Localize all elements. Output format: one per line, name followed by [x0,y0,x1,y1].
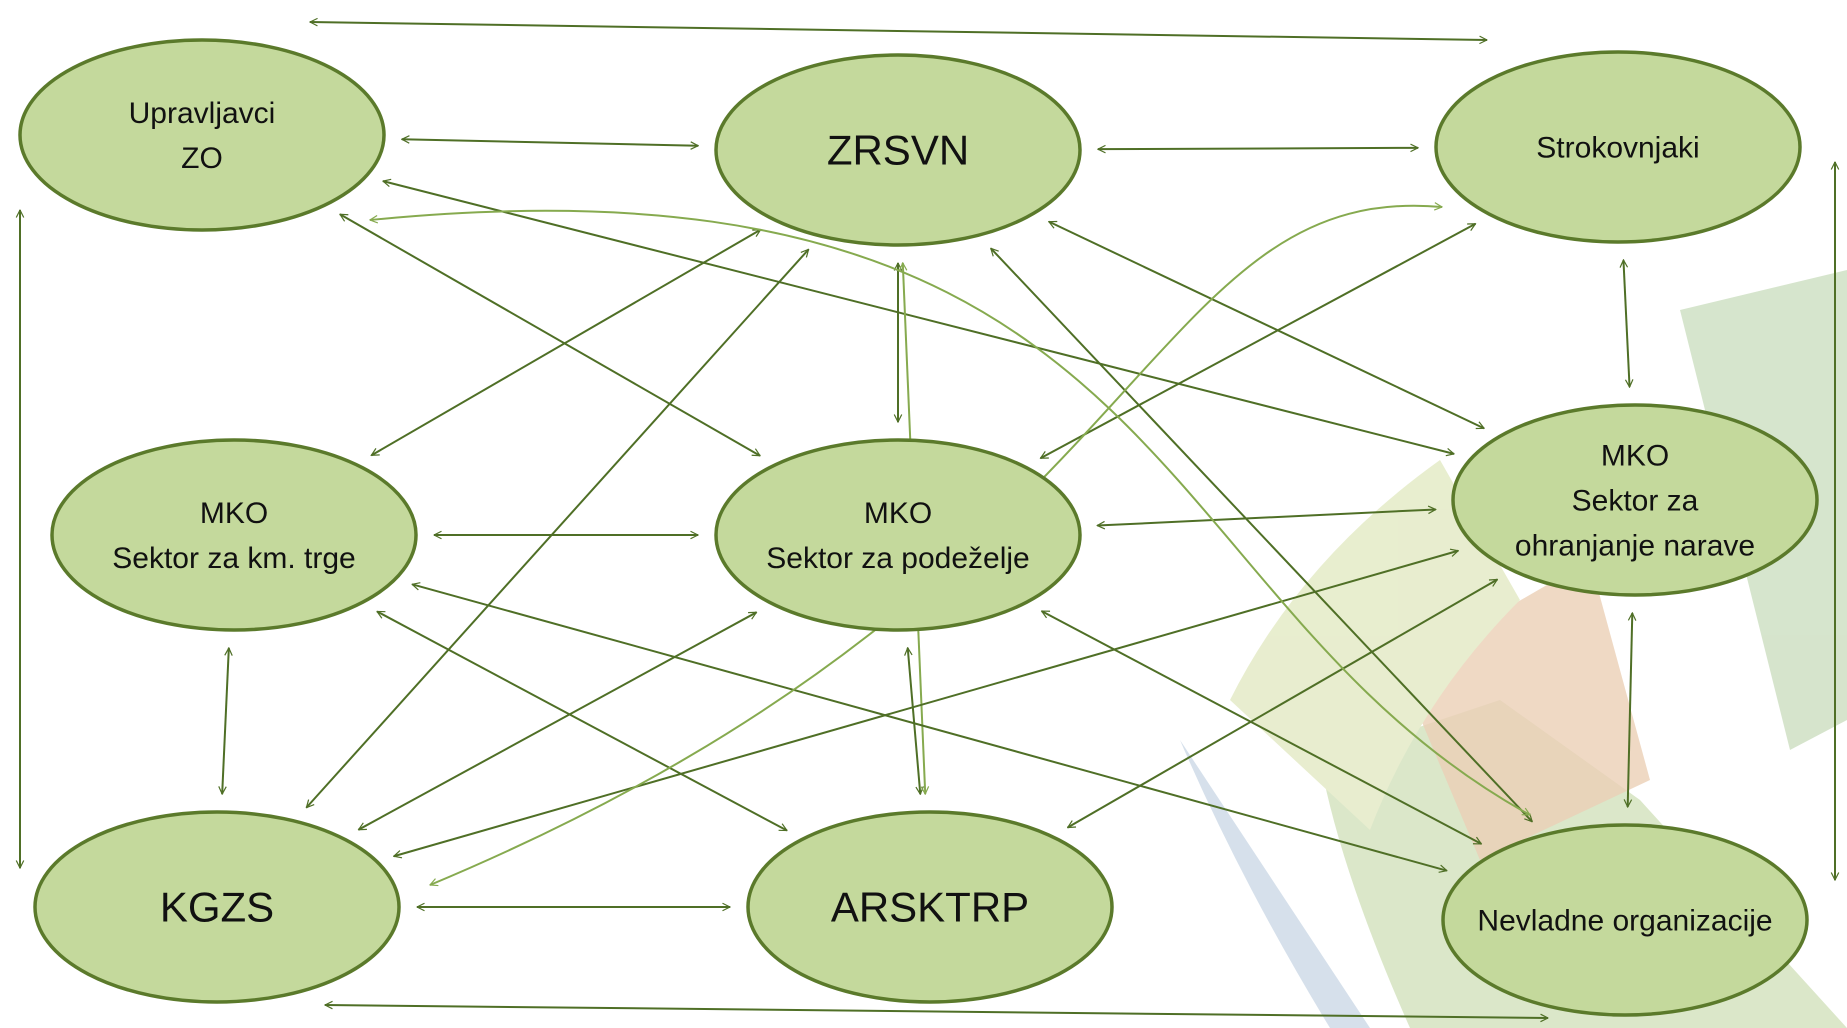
node-ellipse [18,38,386,232]
node-label-line: Strokovnjaki [1536,132,1699,165]
node-ellipse [50,438,418,632]
node-mko-km: MKO Sektor za km. trge [50,438,418,632]
node-zrsvn: ZRSVN [714,53,1082,247]
node-ellipse [33,810,401,1004]
node-ellipse [1434,50,1802,244]
node-label-line: ohranjanje narave [1515,530,1755,563]
connection-arrow-mko_podezelje-kgzs [359,611,757,831]
node-kgzs: KGZS [33,810,401,1004]
node-ellipse [1451,403,1819,597]
node-label-line: KGZS [160,884,274,931]
connection-arrow-upravljavci-mko_podezelje [340,213,760,457]
node-label-line: Nevladne organizacije [1477,905,1772,938]
node-label-line: Upravljavci [129,97,276,130]
connection-arrow-upravljavci-strokovnjaki [310,22,1487,40]
node-label-line: Sektor za [1572,485,1699,518]
node-label-line: MKO [200,497,268,530]
connection-arrow-strokovnjaki-kgzs [430,206,1442,885]
node-label-line: ARSKTRP [831,884,1029,931]
node-strokovnjaki: Strokovnjaki [1434,50,1802,244]
node-label-line: ZRSVN [827,127,969,174]
node-ellipse [714,53,1082,247]
node-ellipse [746,810,1114,1004]
node-arsktrp: ARSKTRP [746,810,1114,1004]
connection-arrow-mko_km-kgzs [222,648,229,794]
connection-arrow-mko_narava-nevladne [1628,613,1633,807]
node-mko-podezelje: MKO Sektor za podeželje [714,438,1082,632]
node-label-line: MKO [1601,440,1669,473]
connection-arrow-kgzs-nevladne [325,1005,1548,1018]
node-ellipse [714,438,1082,632]
connection-arrow-strokovnjaki-mko_narava [1623,260,1629,387]
node-label-line: ZO [181,142,223,175]
node-label-line: MKO [864,497,932,530]
connections-layer [20,22,1835,1018]
connection-arrow-upravljavci-zrsvn [402,139,698,145]
node-nevladne: Nevladne organizacije [1441,823,1809,1017]
node-mko-narava: MKO Sektor za ohranjanje narave [1451,403,1819,597]
node-ellipse [1441,823,1809,1017]
connection-arrow-zrsvn-strokovnjaki [1098,148,1418,149]
node-label-line: Sektor za km. trge [112,542,355,575]
node-label-line: Sektor za podeželje [766,542,1030,575]
connection-arrow-mko_km-arsktrp [377,610,787,832]
